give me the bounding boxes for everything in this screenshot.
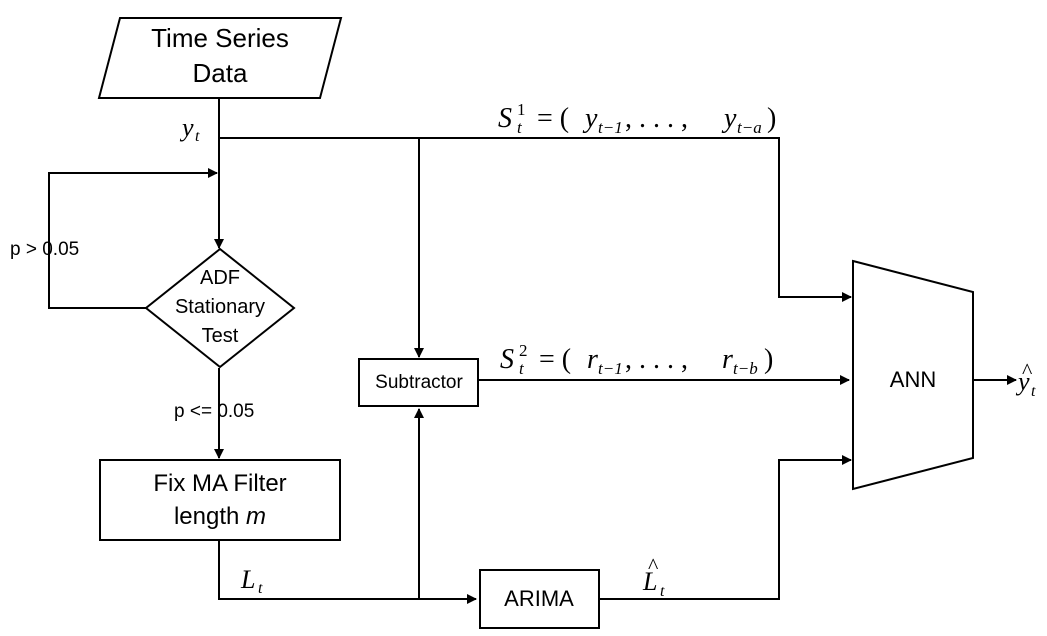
svg-text:= (: = ( bbox=[532, 344, 571, 375]
svg-text:t−a: t−a bbox=[737, 118, 762, 137]
ann-node: ANN bbox=[852, 259, 974, 491]
svg-text:t: t bbox=[1031, 383, 1036, 400]
svg-text:r: r bbox=[587, 344, 598, 375]
arrow-s1-to-ann bbox=[219, 137, 852, 302]
svg-text:t: t bbox=[258, 580, 263, 597]
connectors bbox=[48, 99, 1017, 604]
adf-label-line3: Test bbox=[202, 325, 239, 347]
svg-text:y: y bbox=[582, 103, 598, 134]
svg-text:t−1: t−1 bbox=[598, 118, 623, 137]
svg-text:1: 1 bbox=[517, 100, 526, 119]
filter-label-line1: Fix MA Filter bbox=[153, 470, 286, 497]
subtractor-label: Subtractor bbox=[375, 372, 463, 393]
svg-text:): ) bbox=[764, 344, 773, 375]
branch-fail-label: p > 0.05 bbox=[10, 239, 79, 260]
svg-text:S: S bbox=[500, 344, 514, 375]
signal-lhat-label: ^ L t bbox=[642, 553, 665, 600]
svg-text:y: y bbox=[1015, 367, 1030, 396]
ann-label: ANN bbox=[890, 367, 936, 392]
ma-filter-node: Fix MA Filter length m bbox=[99, 459, 341, 541]
signal-lt-label: L t bbox=[240, 565, 263, 597]
svg-text:S: S bbox=[498, 103, 512, 134]
svg-text:): ) bbox=[767, 103, 776, 134]
signal-s2-equation: S 2 t = ( r t−1 , . . . , r t−b ) bbox=[500, 341, 773, 378]
svg-text:L: L bbox=[240, 565, 255, 594]
svg-text:t: t bbox=[195, 128, 200, 145]
signal-s1-equation: S 1 t = ( y t−1 , . . . , y t−a ) bbox=[498, 100, 776, 137]
branch-pass-label: p <= 0.05 bbox=[174, 401, 254, 422]
svg-text:t: t bbox=[519, 359, 525, 378]
subtractor-node: Subtractor bbox=[358, 358, 479, 407]
filter-label-line2: length m bbox=[174, 503, 266, 530]
svg-text:y: y bbox=[721, 103, 737, 134]
signal-yt-label: y t bbox=[179, 113, 200, 145]
svg-text:y: y bbox=[179, 113, 194, 142]
arrow-lt-to-arima bbox=[218, 541, 477, 604]
svg-text:L: L bbox=[642, 567, 657, 596]
signal-yhat-label: ^ y t bbox=[1015, 358, 1036, 400]
adf-label-line2: Stationary bbox=[175, 296, 265, 318]
svg-text:t: t bbox=[660, 583, 665, 600]
svg-text:t: t bbox=[517, 118, 523, 137]
arrow-feedback-loop bbox=[48, 168, 218, 309]
input-label-line2: Data bbox=[193, 58, 248, 88]
svg-text:, . . . ,: , . . . , bbox=[625, 344, 695, 375]
svg-text:^: ^ bbox=[648, 553, 659, 578]
arima-node: ARIMA bbox=[479, 569, 600, 629]
svg-text:r: r bbox=[722, 344, 733, 375]
arima-label: ARIMA bbox=[504, 586, 574, 611]
adf-label-line1: ADF bbox=[200, 267, 240, 289]
svg-text:t−1: t−1 bbox=[598, 359, 623, 378]
svg-text:^: ^ bbox=[1022, 358, 1033, 383]
input-data-node: Time Series Data bbox=[97, 17, 343, 99]
input-label-line1: Time Series bbox=[151, 23, 289, 53]
svg-text:= (: = ( bbox=[530, 103, 569, 134]
arrow-arima-to-ann bbox=[599, 455, 852, 600]
svg-text:t−b: t−b bbox=[733, 359, 758, 378]
adf-test-node: ADF Stationary Test bbox=[144, 247, 296, 369]
svg-text:2: 2 bbox=[519, 341, 528, 360]
svg-text:, . . . ,: , . . . , bbox=[625, 103, 695, 134]
